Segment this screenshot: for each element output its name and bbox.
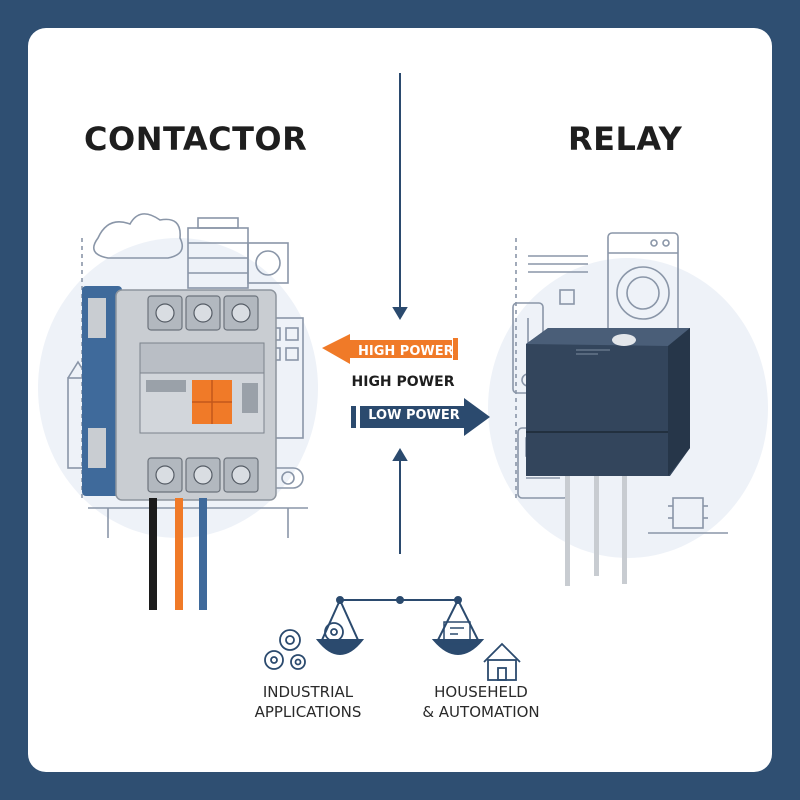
balance-scale-icon — [315, 596, 485, 655]
house-icon — [483, 642, 521, 681]
caption-line: HOUSEHELD — [434, 683, 528, 701]
diagram-graphics — [38, 73, 768, 681]
relay-pin — [622, 476, 627, 584]
household-automation-caption: HOUSEHELD & AUTOMATION — [406, 682, 556, 722]
low-power-arrow — [351, 398, 490, 436]
relay-pin — [565, 476, 570, 586]
relay-device — [526, 328, 690, 586]
caption-line: APPLICATIONS — [254, 703, 362, 721]
up-arrowhead — [392, 448, 408, 461]
gears-icon — [264, 622, 344, 670]
high-power-arrow-label: HIGH POWER — [358, 344, 454, 359]
down-arrowhead — [392, 307, 408, 320]
contactor-device — [82, 286, 277, 610]
blue-wire — [199, 498, 207, 610]
diagram-card: CONTACTOR RELAY HIGH POWER HIGH POWER LO… — [28, 28, 772, 772]
low-power-arrow-label: LOW POWER — [368, 408, 460, 423]
relay-button — [612, 334, 636, 346]
black-wire — [149, 498, 157, 610]
relay-pin — [594, 476, 599, 576]
contactor-title: CONTACTOR — [84, 120, 308, 158]
caption-line: & AUTOMATION — [422, 703, 540, 721]
relay-title: RELAY — [568, 120, 683, 158]
circuit-board-icon — [443, 621, 471, 645]
orange-wire — [175, 498, 183, 610]
vertical-arrows — [392, 73, 408, 554]
relay-body — [526, 328, 690, 476]
high-power-center-label: HIGH POWER — [351, 374, 455, 390]
industrial-applications-caption: INDUSTRIAL APPLICATIONS — [238, 682, 378, 722]
caption-line: INDUSTRIAL — [262, 683, 354, 701]
high-power-arrow — [322, 334, 458, 364]
